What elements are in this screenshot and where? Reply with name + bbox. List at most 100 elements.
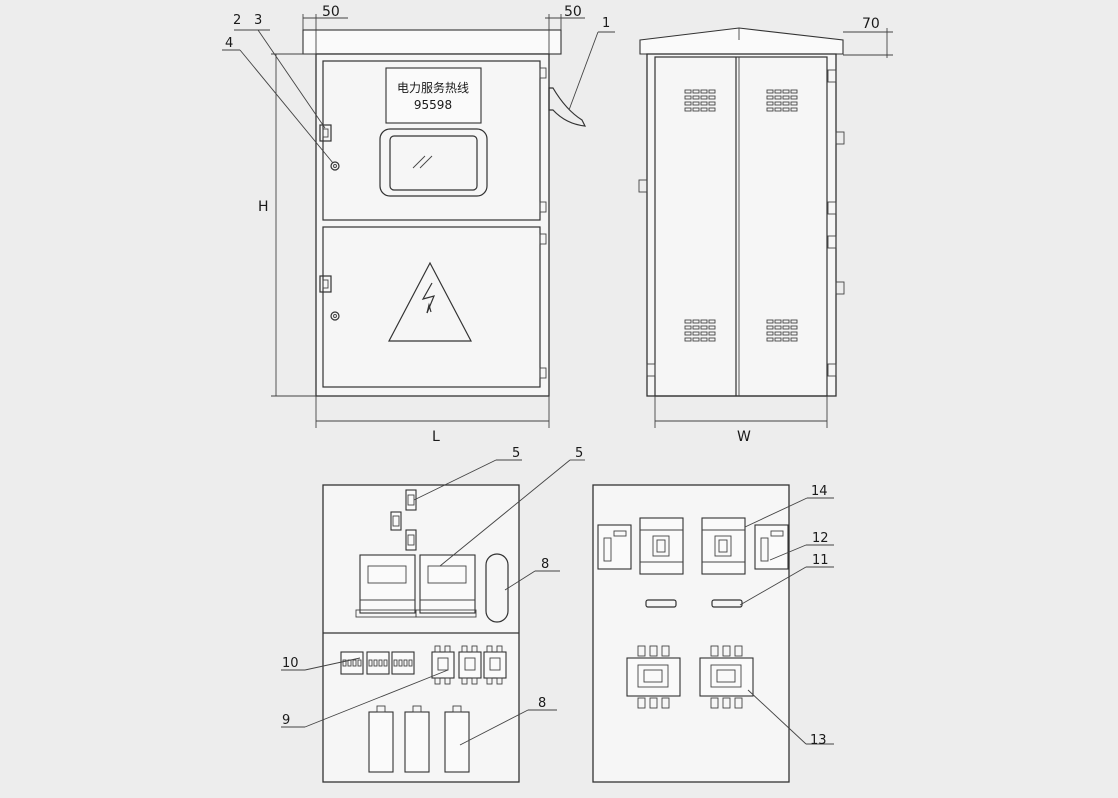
vent-slot	[790, 337, 798, 342]
main-breaker	[639, 517, 684, 575]
dim-height: H	[258, 199, 269, 215]
dim-roof: 70	[862, 16, 880, 32]
door-knob	[330, 311, 340, 321]
small-fuse	[405, 529, 417, 551]
callout-labels: 2 3 4 1 5 5 8 10 9 8 14 12 11 13	[225, 13, 829, 748]
contactor	[699, 645, 754, 709]
callout-8a: 8	[541, 557, 549, 572]
vent-slot	[790, 107, 798, 112]
vent-slot	[692, 325, 700, 330]
vent-slot	[684, 95, 692, 100]
small-fuse	[405, 489, 417, 511]
callout-12: 12	[812, 531, 829, 546]
callout-leaders	[222, 29, 834, 746]
vent-slot	[782, 337, 790, 342]
contactor	[626, 645, 681, 709]
vent-slot	[684, 325, 692, 330]
callout-8b: 8	[538, 696, 546, 711]
vent-slot	[774, 107, 782, 112]
vent-slot	[774, 331, 782, 336]
vent-slot	[766, 319, 774, 324]
callout-9: 9	[282, 713, 290, 728]
vent-slot	[782, 107, 790, 112]
vent-slot	[684, 107, 692, 112]
door-lock-slot	[322, 128, 329, 138]
vent-slot	[684, 319, 692, 324]
callout-5b: 5	[575, 446, 583, 461]
vent-slot	[766, 331, 774, 336]
vent-slot	[700, 101, 708, 106]
vent-slot	[708, 95, 716, 100]
hinges	[539, 67, 547, 379]
vent-slot	[708, 89, 716, 94]
high-voltage-warning-triangle	[388, 261, 472, 342]
vent-slot	[708, 337, 716, 342]
vent-slot	[700, 331, 708, 336]
lightning-bolt-icon	[421, 282, 436, 314]
callout-11: 11	[812, 553, 829, 568]
vent-slot	[700, 107, 708, 112]
dim-top-left: 50	[322, 4, 340, 20]
sign-line2: 95598	[414, 98, 452, 112]
circuit-breakers	[431, 645, 507, 685]
side-view	[638, 27, 845, 397]
vent-slots	[684, 89, 798, 342]
vent-slot	[766, 107, 774, 112]
lightning-arrow	[426, 302, 432, 314]
door-knob	[330, 161, 340, 171]
vent-slot	[766, 95, 774, 100]
vent-slot	[774, 337, 782, 342]
callout-4: 4	[225, 36, 233, 51]
glass-mark	[412, 155, 426, 169]
vent-slot	[790, 101, 798, 106]
vent-slot	[766, 101, 774, 106]
side-panel	[654, 56, 828, 397]
vent-slot	[692, 101, 700, 106]
energy-meter	[415, 554, 477, 618]
vent-slot	[684, 331, 692, 336]
vent-slot	[692, 331, 700, 336]
selector-switch	[597, 524, 632, 570]
vent-slot	[700, 325, 708, 330]
selector-switch	[754, 524, 789, 570]
vent-slot	[708, 325, 716, 330]
vent-slot	[708, 101, 716, 106]
side-roof	[639, 27, 844, 55]
vent-slot	[774, 101, 782, 106]
callout-10: 10	[282, 656, 299, 671]
vent-hood	[548, 87, 587, 127]
vent-slot	[766, 325, 774, 330]
dim-length: L	[432, 429, 440, 445]
callout-13: 13	[810, 733, 827, 748]
vent-slot	[766, 337, 774, 342]
vent-slot	[774, 319, 782, 324]
dim-width: W	[737, 429, 751, 445]
vent-slot	[700, 89, 708, 94]
mounting-plate-left	[322, 484, 520, 783]
vent-slot	[692, 95, 700, 100]
vent-slot	[774, 89, 782, 94]
small-fuse	[390, 511, 402, 531]
terminal-block	[366, 651, 390, 675]
vent-slot	[774, 325, 782, 330]
vent-slot	[692, 337, 700, 342]
vent-slot	[790, 95, 798, 100]
vent-slot	[684, 101, 692, 106]
meter-window-glass	[389, 135, 478, 191]
callout-5a: 5	[512, 446, 520, 461]
meter-window-frame	[379, 128, 488, 197]
breaker-module	[483, 651, 507, 679]
vent-slot	[692, 107, 700, 112]
vent-slot	[700, 337, 708, 342]
vent-slot	[782, 325, 790, 330]
vent-slot	[766, 89, 774, 94]
callout-3: 3	[254, 13, 262, 28]
vent-slot	[774, 95, 782, 100]
terminal-blocks	[340, 651, 415, 675]
vent-slot	[782, 89, 790, 94]
main-breaker	[701, 517, 746, 575]
breaker-module	[458, 651, 482, 679]
vent-slot	[782, 101, 790, 106]
door-knob-center	[333, 314, 337, 318]
